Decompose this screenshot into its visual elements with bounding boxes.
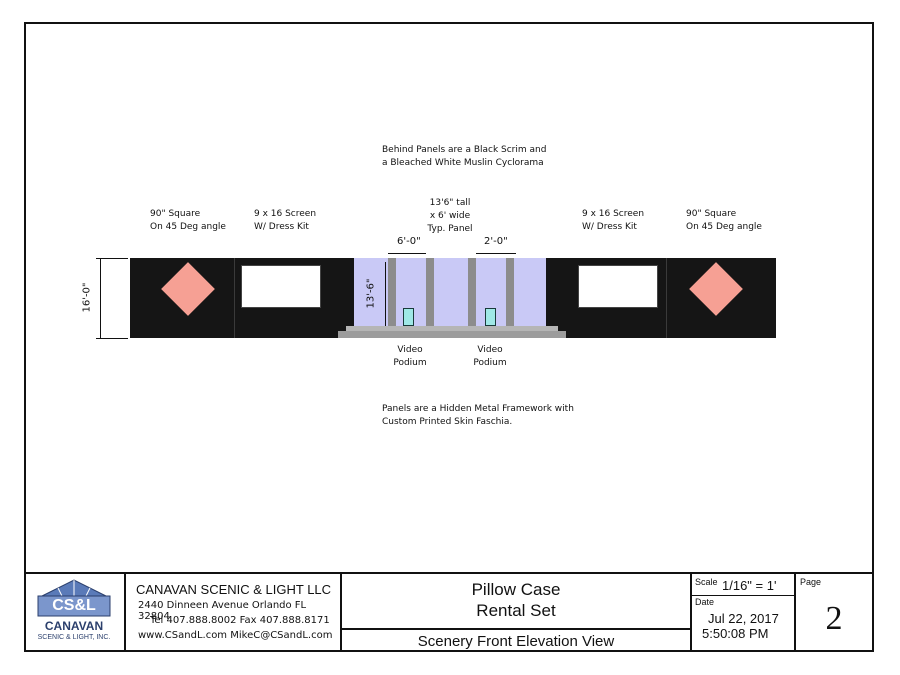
date-value: Jul 22, 2017 [708, 611, 779, 626]
page-label: Page [800, 577, 822, 587]
note-podium-left-line1: Video [397, 345, 423, 355]
overall-height-label: 16'-0" [81, 282, 93, 313]
note-typical-panel: 13'6" tall x 6' wide Typ. Panel [418, 197, 482, 236]
note-panel-line2: x 6' wide [429, 211, 471, 221]
note-left-square-line1: 90" Square [150, 209, 201, 219]
note-right-screen-line1: 9 x 16 Screen [582, 209, 645, 219]
note-right-square-line1: 90" Square [686, 209, 737, 219]
stage-step-upper [346, 326, 558, 331]
gap-width-dimension-line [476, 253, 516, 254]
company-address: 2440 Dinneen Avenue Orlando FL 32804 [138, 600, 307, 622]
logo-graphic [37, 579, 111, 617]
company-logo: CS&L CANAVAN SCENIC & LIGHT, INC. [24, 574, 124, 652]
left-video-podium [403, 308, 414, 326]
note-left-square: 90" Square On 45 Deg angle [150, 208, 226, 234]
note-left-video-podium: Video Podium [388, 344, 432, 370]
scale-label: Scale [695, 577, 718, 587]
project-title-line2: Rental Set [476, 601, 556, 620]
note-left-screen-line1: 9 x 16 Screen [254, 209, 317, 219]
post-3 [468, 258, 476, 338]
panel-width-dimension-line [388, 253, 426, 254]
note-behind-line1: Behind Panels are a Black Scrim and [382, 145, 547, 155]
note-right-square: 90" Square On 45 Deg angle [686, 208, 762, 234]
note-right-screen-line2: W/ Dress Kit [582, 222, 637, 232]
project-title-cell: Pillow Case Rental Set Scenery Front Ele… [340, 574, 690, 652]
left-wall-seam [234, 258, 235, 338]
note-behind-line2: a Bleached White Muslin Cyclorama [382, 158, 544, 168]
note-left-screen-line2: W/ Dress Kit [254, 222, 309, 232]
logo-mark-text: CS&L [52, 597, 96, 614]
panel-height-dimension-line [385, 262, 386, 326]
note-right-square-line2: On 45 Deg angle [686, 222, 762, 232]
overall-height-bottom-tick [96, 338, 128, 339]
company-phone: Tel 407.888.8002 Fax 407.888.8171 [150, 615, 330, 626]
scale-divider [692, 595, 794, 596]
note-behind-panels: Behind Panels are a Black Scrim and a Bl… [382, 144, 546, 170]
note-podium-left-line2: Podium [393, 358, 427, 368]
stage-step-lower [338, 331, 566, 338]
time-value: 5:50:08 PM [702, 626, 769, 641]
panel-width-label: 6'-0" [397, 236, 421, 247]
right-wall-seam [666, 258, 667, 338]
note-bottom-line2: Custom Printed Skin Faschia. [382, 417, 513, 427]
post-4 [506, 258, 514, 338]
right-9x16-screen [578, 265, 658, 308]
scale-date-cell: Scale 1/16" = 1' Date Jul 22, 2017 5:50:… [690, 574, 794, 652]
note-panel-framework: Panels are a Hidden Metal Framework with… [382, 403, 574, 429]
drawing-sheet-border [24, 22, 874, 652]
panel-height-label: 13'-6" [365, 278, 377, 309]
page-number: 2 [825, 600, 843, 637]
page-cell: Page 2 [794, 574, 872, 652]
panel-far-right [514, 258, 546, 338]
note-left-screen: 9 x 16 Screen W/ Dress Kit [254, 208, 316, 234]
panel-center [434, 258, 468, 338]
company-name: CANAVAN SCENIC & LIGHT LLC [136, 582, 332, 597]
right-video-podium [485, 308, 496, 326]
post-2 [426, 258, 434, 338]
logo-name: CANAVAN [44, 619, 104, 633]
panel-far-left [354, 258, 388, 338]
gap-width-label: 2'-0" [484, 236, 508, 247]
left-9x16-screen [241, 265, 321, 308]
note-podium-right-line2: Podium [473, 358, 507, 368]
note-right-screen: 9 x 16 Screen W/ Dress Kit [582, 208, 644, 234]
overall-height-dimension-line [100, 258, 101, 338]
title-divider [342, 628, 690, 630]
scale-value: 1/16" = 1' [722, 578, 777, 593]
company-info-cell: CANAVAN SCENIC & LIGHT LLC 2440 Dinneen … [124, 574, 340, 652]
title-block: CS&L CANAVAN SCENIC & LIGHT, INC. CANAVA… [24, 572, 874, 652]
post-1 [388, 258, 396, 338]
company-web: www.CSandL.com MikeC@CSandL.com [138, 630, 333, 641]
project-title-line1: Pillow Case [471, 580, 561, 599]
date-label: Date [695, 597, 715, 607]
note-left-square-line2: On 45 Deg angle [150, 222, 226, 232]
note-panel-line1: 13'6" tall [429, 198, 471, 208]
note-panel-line3: Typ. Panel [427, 224, 473, 234]
logo-subtitle: SCENIC & LIGHT, INC. [37, 634, 111, 641]
view-name: Scenery Front Elevation View [417, 633, 615, 650]
note-bottom-line1: Panels are a Hidden Metal Framework with [382, 404, 574, 414]
overall-height-top-tick [96, 258, 128, 259]
note-right-video-podium: Video Podium [468, 344, 512, 370]
note-podium-right-line1: Video [477, 345, 503, 355]
